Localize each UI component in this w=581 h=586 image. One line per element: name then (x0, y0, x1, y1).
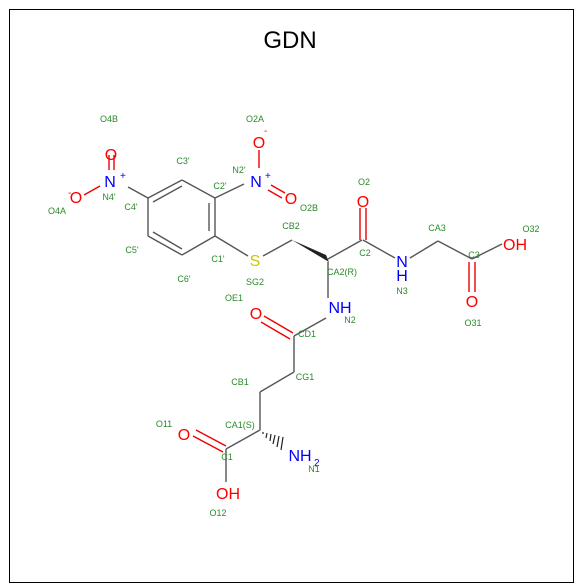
label-cb2: CB2 (282, 221, 300, 231)
atom-n1-subscript: 2 (314, 458, 320, 469)
label-sg2: SG2 (246, 277, 264, 287)
diagram-frame (9, 9, 574, 583)
bond-c1p-c6p (181, 235, 216, 256)
label-cb1: CB1 (231, 377, 249, 387)
bond-c6p-c5p (147, 235, 183, 256)
atom-o4a-charge: - (68, 188, 71, 199)
label-ca1: CA1(S) (225, 420, 255, 430)
bond-ca2-c2 (327, 239, 363, 260)
label-c4p: C4' (124, 202, 138, 212)
bond-c3p-c2p (181, 179, 216, 199)
atom-o4a: O (70, 190, 82, 207)
atom-o11: O (178, 427, 190, 444)
atom-o2a: O (253, 135, 265, 152)
label-ca2: CA2(R) (327, 267, 357, 277)
bond-c1-o11-a (195, 429, 227, 447)
atom-o31: O (466, 294, 478, 311)
atom-labels: O4B O2A C3' N2' C2' O2 O4A N4' C4' O2B C… (48, 114, 540, 518)
label-n2p: N2' (232, 165, 246, 175)
atom-o12: OH (216, 486, 240, 503)
label-c3p: C3' (176, 156, 190, 166)
label-c1: C1 (221, 452, 233, 462)
bond-n4p-o4a (83, 185, 101, 196)
label-c3: C3 (468, 250, 480, 260)
bond-c4p-n4p (127, 186, 149, 199)
atom-n4p: N (104, 174, 116, 191)
label-n4p: N4' (102, 192, 116, 202)
atom-n2: NH (328, 300, 351, 317)
atom-n3: N (396, 254, 408, 271)
atom-o4b: O (105, 147, 117, 164)
atom-s: S (250, 253, 261, 270)
bond-n2-cd1 (293, 317, 327, 337)
atom-n1: NH (288, 448, 311, 465)
label-o4a: O4A (48, 206, 66, 216)
bond-ca3-c3 (437, 240, 473, 260)
diagram-title: GDN (263, 27, 316, 54)
atom-n2p-charge: + (265, 171, 271, 182)
bond-c4p-c3p (147, 179, 183, 199)
bond-cd1-oe1-a (263, 315, 294, 334)
bond-c1-o11-b (192, 435, 224, 453)
label-oe1: OE1 (225, 293, 243, 303)
bond-n2p-o2b-a (270, 184, 286, 194)
label-n3: N3 (396, 286, 408, 296)
bond-c6p-c5p-inner (152, 231, 183, 250)
bond-c2p-n2p (214, 183, 245, 199)
label-o2a: O2A (246, 114, 264, 124)
label-o12: O12 (209, 508, 226, 518)
label-c6p: C6' (177, 274, 191, 284)
bond-ca1-n1-hash (262, 432, 284, 451)
label-n2: N2 (344, 315, 356, 325)
atom-symbols: O N + - O N + - O O S O N H OH O NH O O … (68, 126, 527, 503)
bond-c2-n3 (362, 239, 396, 259)
bond-cg1-cb1 (259, 371, 295, 393)
atom-o2a-charge: - (264, 126, 267, 137)
atom-oe1: O (250, 306, 262, 323)
bond-s-cb2 (262, 239, 293, 257)
label-c2p: C2' (213, 181, 227, 191)
bonds (83, 150, 503, 482)
label-c2: C2 (359, 248, 371, 258)
label-o2b: O2B (300, 203, 318, 213)
label-n1: N1 (308, 464, 320, 474)
label-c5p: C5' (125, 245, 139, 255)
bond-c1p-s (214, 235, 249, 257)
bond-c4p-c3p-inner (152, 185, 183, 203)
bond-ca1-c1 (225, 429, 261, 450)
bond-n3-ca3 (409, 240, 439, 259)
label-o11: O11 (156, 419, 172, 429)
bond-n2p-o2b-b (267, 189, 283, 199)
label-o31: O31 (464, 318, 481, 328)
atom-n2p: N (250, 174, 262, 191)
label-o2: O2 (358, 177, 370, 187)
atom-n4p-charge: + (120, 171, 126, 182)
atom-o2: O (357, 194, 369, 211)
label-cg1: CG1 (296, 372, 315, 382)
bond-cd1-oe1-b (260, 321, 291, 340)
label-o32: O32 (522, 224, 539, 234)
label-ca3: CA3 (428, 223, 446, 233)
label-o4b: O4B (100, 114, 118, 124)
atom-o32: OH (503, 237, 527, 254)
label-c1p: C1' (211, 254, 225, 264)
atom-n3-h: H (396, 268, 408, 285)
bond-c3-oh (471, 243, 503, 260)
label-cd1: CD1 (298, 329, 316, 339)
atom-o2b: O (285, 191, 297, 208)
bond-cb2-ca2-wedge (292, 240, 329, 262)
